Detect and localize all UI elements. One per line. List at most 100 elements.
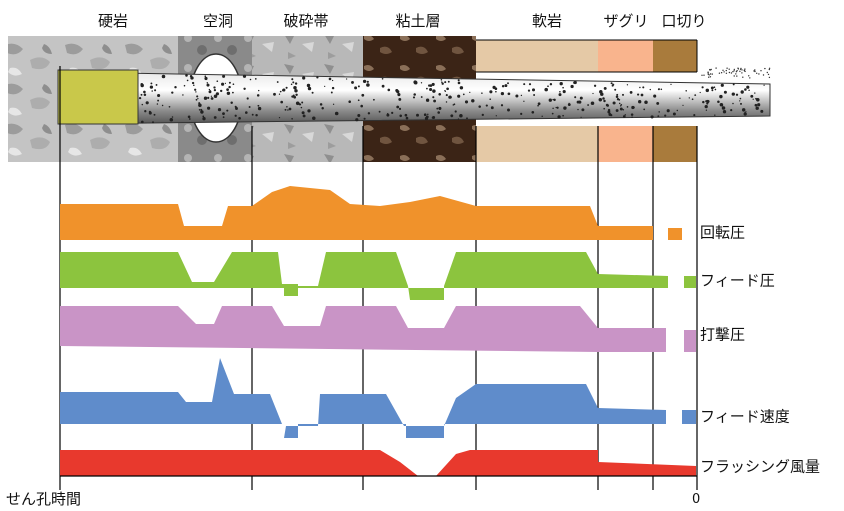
rod-speck <box>299 103 302 106</box>
rod-speck <box>447 80 450 83</box>
rod-speck <box>453 103 456 106</box>
drill-rod <box>57 67 771 125</box>
rod-speck <box>501 85 505 88</box>
rod-speck <box>548 98 552 102</box>
rod-speck <box>722 69 724 72</box>
rod-speck <box>750 94 754 98</box>
rod-speck <box>740 90 744 94</box>
rod-speck <box>441 82 444 85</box>
feed-pressure-trace <box>60 252 668 300</box>
rod-speck <box>590 101 595 105</box>
rod-speck <box>161 104 164 107</box>
rod-speck <box>157 99 160 102</box>
rod-speck <box>515 94 519 98</box>
rod-speck <box>631 116 633 118</box>
rod-speck <box>739 100 741 102</box>
rod-speck <box>626 84 629 86</box>
rod-speck <box>345 78 348 80</box>
rod-speck <box>710 68 712 71</box>
rod-speck <box>462 93 465 96</box>
rod-speck <box>459 86 464 90</box>
rod-speck <box>444 81 447 84</box>
rod-speck <box>693 114 696 117</box>
rod-speck <box>222 112 225 115</box>
rod-speck <box>703 74 705 76</box>
rod-speck <box>206 83 210 87</box>
feed-speed-trace <box>60 358 444 438</box>
rod-speck <box>766 71 768 74</box>
signal-label-2: 打撃圧 <box>700 325 746 344</box>
rod-speck <box>705 109 708 111</box>
rod-speck <box>553 98 556 102</box>
rod-speck <box>739 97 742 100</box>
rod-speck <box>481 113 484 117</box>
counterbore-layer <box>598 40 653 72</box>
rod-speck <box>707 71 709 74</box>
rod-speck <box>306 83 311 88</box>
rod-speck <box>444 90 447 92</box>
rod-speck <box>357 114 361 117</box>
rod-speck <box>607 110 611 114</box>
rod-speck <box>528 83 532 86</box>
rod-speck <box>457 94 461 98</box>
rod-speck <box>204 76 208 81</box>
rod-speck <box>276 81 279 83</box>
rod-speck <box>570 84 574 89</box>
rod-speck <box>312 116 316 121</box>
signal-label-1: フィード圧 <box>700 271 775 290</box>
rod-speck <box>722 110 727 114</box>
rod-speck <box>537 102 541 106</box>
rod-speck <box>740 67 742 70</box>
rod-speck <box>714 114 716 116</box>
rod-speck <box>711 73 713 75</box>
rod-speck <box>429 87 433 92</box>
rod-speck <box>257 104 260 107</box>
rod-speck <box>248 106 251 108</box>
rod-speck <box>405 116 409 120</box>
rod-speck <box>210 95 213 97</box>
rod-speck <box>725 69 727 72</box>
rod-speck <box>741 72 743 74</box>
rod-speck <box>222 116 225 119</box>
rod-speck <box>531 88 536 92</box>
rod-speck <box>152 121 154 124</box>
rod-speck <box>676 109 679 112</box>
rod-speck <box>574 96 577 99</box>
rod-speck <box>768 67 771 70</box>
rod-speck <box>182 94 184 96</box>
signal-label-4: フラッシング風量 <box>700 457 821 476</box>
rod-speck <box>704 104 708 109</box>
rod-speck <box>666 109 670 113</box>
rod-speck <box>606 104 609 107</box>
rod-speck <box>445 101 448 103</box>
rod-speck <box>202 115 205 118</box>
zero-label: 0 <box>692 492 701 507</box>
rod-speck <box>188 118 191 120</box>
rod-speck <box>412 96 416 99</box>
rod-speck <box>630 113 634 116</box>
rod-speck <box>286 106 288 108</box>
rod-speck <box>557 115 561 119</box>
rod-speck <box>436 107 439 110</box>
rod-speck <box>735 93 739 96</box>
rod-speck <box>217 107 222 112</box>
rod-speck <box>288 107 292 111</box>
rod-speck <box>736 70 738 72</box>
rod-speck <box>744 112 746 114</box>
rod-speck <box>216 80 219 83</box>
rod-speck <box>157 93 161 98</box>
rod-speck <box>730 72 733 74</box>
rod-speck <box>731 92 735 96</box>
rod-speck <box>744 88 747 91</box>
rod-speck <box>745 111 747 113</box>
rod-speck <box>154 89 157 92</box>
rod-speck <box>763 84 765 86</box>
rod-speck <box>492 85 496 90</box>
rod-speck <box>295 93 298 97</box>
rod-speck <box>194 88 197 91</box>
rod-speck <box>328 77 332 81</box>
rod-speck <box>754 69 756 71</box>
rod-speck <box>709 76 712 78</box>
rod-speck <box>143 90 146 94</box>
